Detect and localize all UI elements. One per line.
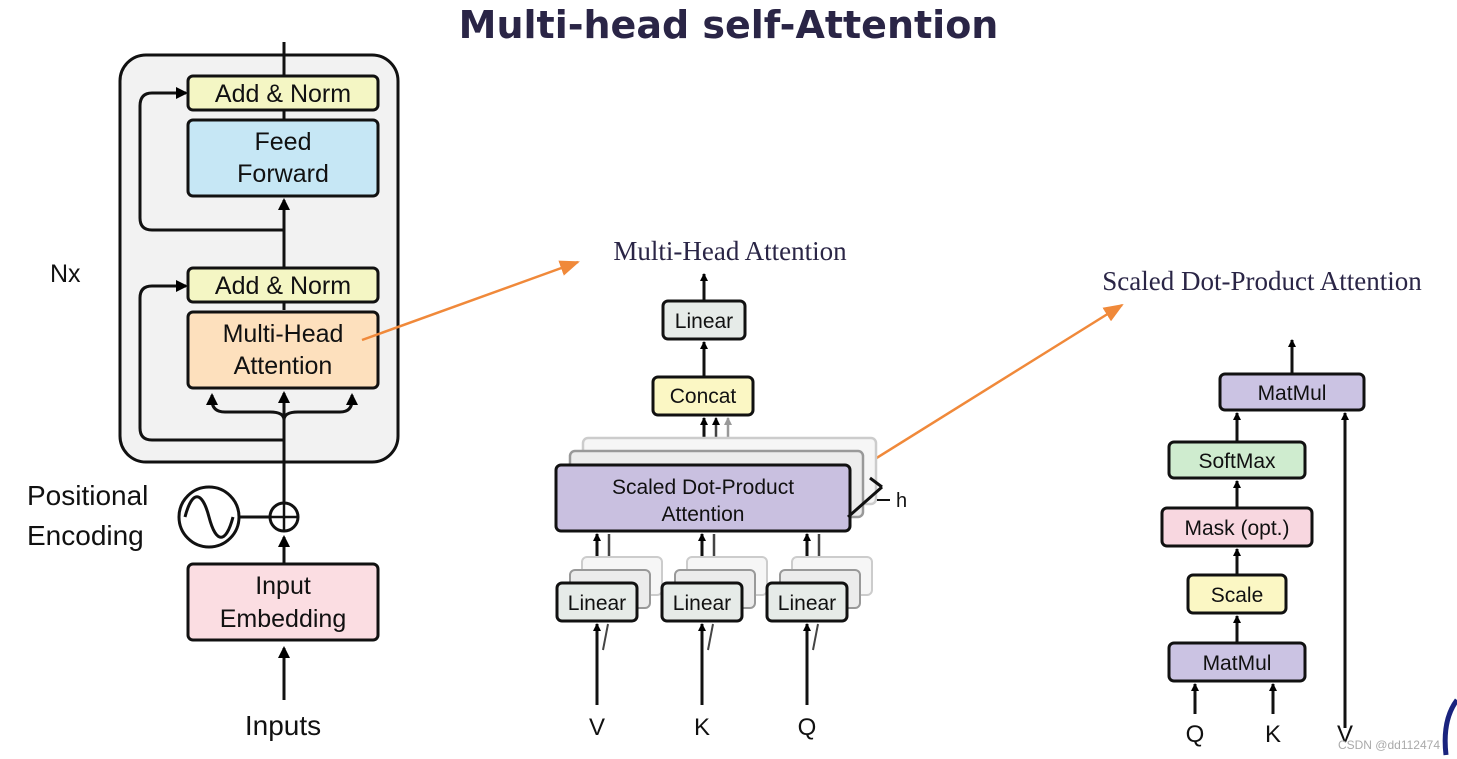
sdpa-input-q-label: Q xyxy=(1186,721,1205,748)
input-embedding-label-line2: Embedding xyxy=(220,605,346,633)
multi-head-attention-label-line1: Multi-Head xyxy=(223,320,344,348)
positional-encoding-label-line2: Encoding xyxy=(27,520,144,551)
input-k-label: K xyxy=(694,714,710,741)
linear-q-box: Linear xyxy=(765,581,849,623)
mask-box: Mask (opt.) xyxy=(1160,506,1314,548)
add-norm-top-label: Add & Norm xyxy=(215,80,351,108)
scaled-dot-product-attention-box: Scaled Dot-Product Attention xyxy=(554,463,852,533)
add-norm-bottom-box: Add & Norm xyxy=(186,266,380,304)
sdpa-label-line2: Attention xyxy=(662,503,745,526)
scaled-dot-product-title: Scaled Dot-Product Attention xyxy=(1102,266,1422,296)
highlight-arrow-to-scaled-dot-product xyxy=(829,303,1124,489)
repeat-nx-label: Nx xyxy=(50,260,81,288)
softmax-label: SoftMax xyxy=(1198,450,1276,473)
linear-v-label: Linear xyxy=(568,592,626,615)
encoder-block-background xyxy=(118,53,400,464)
page-title: Multi-head self-Attention xyxy=(458,3,999,47)
heads-h-label: h xyxy=(896,490,907,512)
multi-head-attention-label-line2: Attention xyxy=(234,352,333,380)
multi-head-attention-box: Multi-Head Attention xyxy=(186,310,380,390)
input-embedding-box: Input Embedding xyxy=(186,562,380,642)
feed-forward-label-line2: Forward xyxy=(237,160,329,188)
add-norm-top-box: Add & Norm xyxy=(186,74,380,112)
sine-wave-icon xyxy=(177,485,241,549)
add-norm-bottom-label: Add & Norm xyxy=(215,272,351,300)
linear-q-label: Linear xyxy=(778,592,836,615)
linear-k-box: Linear xyxy=(660,581,744,623)
concat-label: Concat xyxy=(670,385,737,408)
input-q-label: Q xyxy=(798,714,817,741)
sdpa-input-v-label: V xyxy=(1337,721,1353,748)
add-operator-icon xyxy=(268,501,300,533)
highlight-arrow-to-multi-head xyxy=(361,260,580,342)
matmul-bottom-box: MatMul xyxy=(1167,641,1307,683)
matmul-bottom-label: MatMul xyxy=(1203,652,1272,675)
matmul-top-label: MatMul xyxy=(1258,382,1327,405)
scale-label: Scale xyxy=(1211,584,1264,607)
encoder-diagram: Add & Norm Feed Forward Add & Norm Multi… xyxy=(27,42,400,741)
input-v-label: V xyxy=(589,714,605,741)
matmul-top-box: MatMul xyxy=(1218,372,1366,412)
softmax-box: SoftMax xyxy=(1167,440,1307,480)
logo-arc-icon xyxy=(1442,698,1457,756)
feed-forward-box: Feed Forward xyxy=(186,118,380,198)
linear-output-box: Linear xyxy=(661,299,747,341)
sdpa-label-line1: Scaled Dot-Product xyxy=(612,476,794,499)
mask-label: Mask (opt.) xyxy=(1184,517,1289,540)
positional-encoding-label-line1: Positional xyxy=(27,480,148,511)
scaled-dot-product-diagram: Scaled Dot-Product Attention MatMul Soft… xyxy=(1102,266,1422,748)
scale-box: Scale xyxy=(1186,573,1288,615)
multi-head-attention-title: Multi-Head Attention xyxy=(613,236,847,266)
watermark: CSDN @dd112474 xyxy=(1338,738,1440,752)
input-embedding-label-line1: Input xyxy=(255,572,311,600)
multi-head-attention-diagram: Multi-Head Attention Linear Concat Scale… xyxy=(554,236,907,741)
linear-output-label: Linear xyxy=(675,310,733,333)
feed-forward-label-line1: Feed xyxy=(255,128,312,156)
linear-k-label: Linear xyxy=(673,592,731,615)
inputs-label: Inputs xyxy=(245,710,321,741)
linear-v-box: Linear xyxy=(555,581,639,623)
sdpa-input-k-label: K xyxy=(1265,721,1281,748)
concat-box: Concat xyxy=(651,375,755,417)
